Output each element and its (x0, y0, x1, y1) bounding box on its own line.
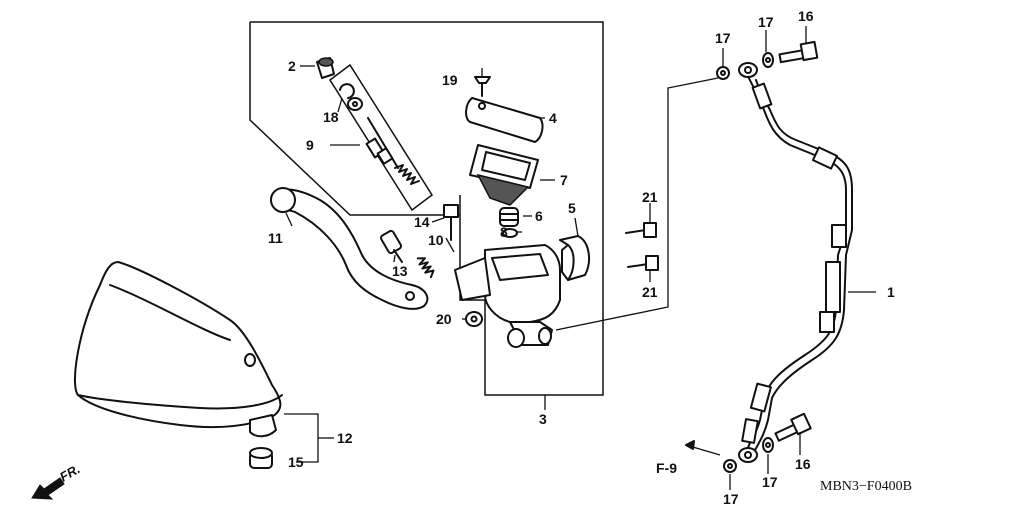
banjo-upper (738, 62, 758, 78)
piston-boot (316, 57, 335, 79)
callout-20: 20 (436, 311, 452, 327)
holder-bolt-upper (625, 222, 657, 238)
callout-16-upper: 16 (798, 8, 814, 24)
holder-bolt-lower (627, 255, 659, 271)
callout-15: 15 (288, 454, 304, 470)
callout-17-upper-left: 17 (715, 30, 731, 46)
lever-guard (73, 261, 283, 438)
oil-bolt-lower (774, 412, 812, 442)
stop-switch (465, 311, 483, 327)
callout-11: 11 (268, 230, 283, 246)
cap-screw (474, 76, 491, 97)
reservoir-plug (499, 207, 519, 227)
sealing-washer-upper-left (716, 66, 730, 80)
callout-2: 2 (288, 58, 296, 74)
callout-14: 14 (414, 214, 430, 230)
master-cylinder-frame-left (249, 22, 460, 216)
callout-10: 10 (428, 232, 444, 248)
callout-12: 12 (337, 430, 353, 446)
callout-18: 18 (323, 109, 339, 125)
callout-3: 3 (539, 411, 547, 427)
piston-washer (347, 97, 363, 111)
callout-21-lower: 21 (642, 284, 658, 300)
callout-17-lower-left: 17 (723, 491, 739, 507)
callout-8: 8 (500, 224, 508, 240)
callout-13: 13 (392, 263, 408, 279)
oil-bolt-upper (778, 40, 819, 64)
callout-9: 9 (306, 137, 314, 153)
callout-6: 6 (535, 208, 543, 224)
piston-kit-frame (328, 63, 434, 212)
callout-7: 7 (560, 172, 568, 188)
reference-label: F-9 (656, 460, 677, 476)
sealing-washer-lower-left (723, 459, 737, 473)
pivot-nut (380, 229, 403, 263)
master-cylinder-frame (250, 21, 604, 396)
o-ring (502, 228, 518, 238)
front-direction-arrow: FR. (31, 461, 83, 500)
lever-spring (416, 257, 435, 279)
guard-grommet (249, 447, 273, 469)
callout-17-lower-right: 17 (762, 474, 778, 490)
callout-5: 5 (568, 200, 576, 216)
reservoir-cap (465, 97, 544, 143)
callout-21-upper: 21 (642, 189, 658, 205)
lever-subframe (459, 195, 485, 301)
reservoir-diaphragm (469, 144, 539, 206)
brake-lever (270, 187, 429, 310)
callout-1: 1 (887, 284, 895, 300)
master-cylinder-holder (559, 235, 591, 281)
master-cylinder-body (454, 244, 561, 348)
callout-4: 4 (549, 110, 557, 126)
sealing-washer-upper-right (762, 52, 774, 68)
circlip (339, 83, 355, 99)
lever-pivot-bolt (443, 204, 459, 241)
sealing-washer-lower-right (762, 437, 774, 453)
callout-17-upper-right: 17 (758, 14, 774, 30)
diagram-code: MBN3−F0400B (820, 479, 912, 494)
banjo-lower (738, 447, 758, 463)
callout-19: 19 (442, 72, 458, 88)
callout-16-lower: 16 (795, 456, 811, 472)
brake-hose (741, 71, 853, 453)
piston-set (365, 117, 420, 185)
